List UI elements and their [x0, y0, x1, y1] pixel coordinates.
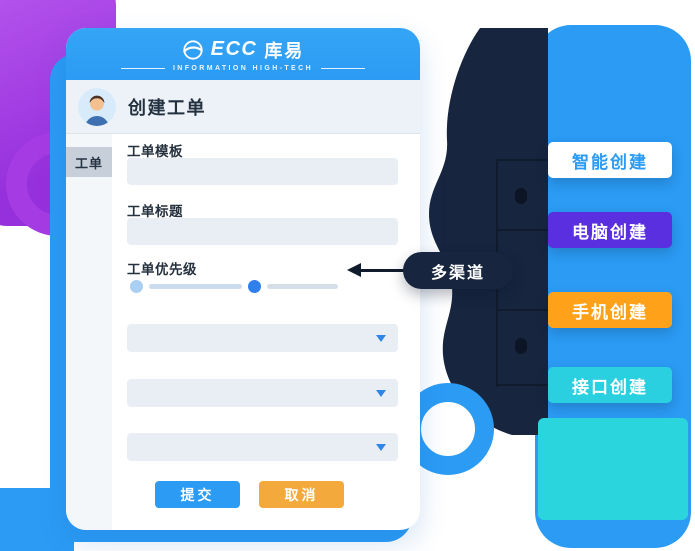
priority-slider[interactable] — [130, 278, 342, 295]
chevron-down-icon — [376, 389, 386, 397]
cancel-button[interactable]: 取消 — [259, 481, 344, 508]
title-input[interactable] — [127, 218, 398, 245]
sidebar-tab-workorder[interactable]: 工单 — [66, 147, 112, 177]
app-header: ECC 库易 INFORMATION HIGH-TECH — [66, 28, 420, 80]
avatar — [78, 87, 116, 126]
cyan-square-shape — [538, 418, 688, 520]
title-field-label: 工单标题 — [127, 204, 183, 219]
multichannel-badge: 多渠道 — [403, 252, 513, 289]
user-avatar-icon — [78, 87, 116, 126]
dark-navy-blob-shape — [429, 28, 548, 435]
dropdown-2[interactable] — [127, 379, 398, 407]
sidebar — [66, 134, 112, 530]
slider-track-rest — [267, 284, 338, 289]
tagline-left-rule — [120, 67, 165, 69]
callout-arrow-line — [359, 269, 405, 272]
channel-chip-api-create: 接口创建 — [548, 367, 672, 403]
slider-knob-current[interactable] — [248, 280, 261, 293]
arrow-left-icon — [347, 263, 361, 277]
connector-bead-top — [515, 188, 527, 204]
connector-line-1 — [497, 159, 548, 161]
connector-line-3 — [497, 309, 548, 311]
brand-tagline: INFORMATION HIGH-TECH — [120, 64, 366, 72]
channel-chip-pc-create: 电脑创建 — [548, 212, 672, 248]
connector-bead-bottom — [515, 338, 527, 354]
chevron-down-icon — [376, 443, 386, 451]
template-field-label: 工单模板 — [127, 144, 183, 159]
tagline-right-rule — [321, 67, 366, 69]
brand-logo: ECC 库易 — [182, 37, 305, 63]
channel-chip-mobile-create: 手机创建 — [548, 292, 672, 328]
slider-track-active — [149, 284, 242, 289]
priority-field-label: 工单优先级 — [127, 262, 197, 277]
app-card: ECC 库易 INFORMATION HIGH-TECH 创建工单 工单 — [66, 28, 420, 530]
brand-name-en: ECC — [210, 38, 258, 60]
page-title: 创建工单 — [128, 97, 206, 118]
chevron-down-icon — [376, 334, 386, 342]
tagline-text: INFORMATION HIGH-TECH — [172, 64, 314, 72]
connector-line-4 — [497, 384, 548, 386]
slider-knob-low[interactable] — [130, 280, 143, 293]
dropdown-1[interactable] — [127, 324, 398, 352]
submit-button[interactable]: 提交 — [155, 481, 240, 508]
dropdown-3[interactable] — [127, 433, 398, 461]
connector-line-2 — [497, 229, 548, 231]
panel-title-bar: 创建工单 — [66, 80, 420, 134]
channel-chip-smart-create: 智能创建 — [548, 142, 672, 178]
brand-name-cn: 库易 — [264, 40, 305, 61]
logo-swoosh-icon — [182, 39, 203, 60]
template-input[interactable] — [127, 158, 398, 185]
